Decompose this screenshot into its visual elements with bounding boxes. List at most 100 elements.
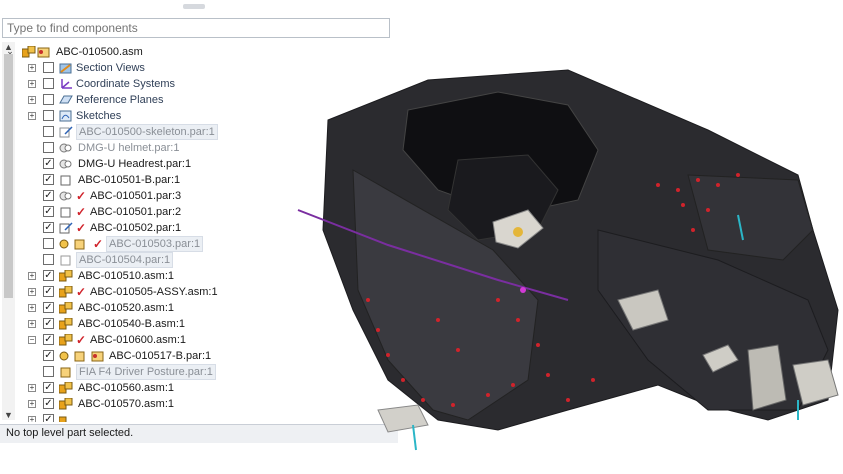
link-part-icon (59, 142, 73, 154)
tree-item-label: Reference Planes (76, 94, 164, 106)
section-views-icon (59, 62, 73, 74)
tree-item-label: ABC-010570.asm:1 (78, 398, 174, 410)
expand-icon[interactable]: + (28, 271, 36, 280)
tree-scrollbar[interactable]: ▲ ▼ (2, 42, 15, 420)
panel-grip[interactable] (183, 4, 205, 9)
tree-item-010560[interactable]: + ✓ ABC-010560.asm:1 (0, 380, 398, 396)
checkmark-icon: ✓ (76, 205, 87, 219)
expand-icon[interactable]: + (28, 95, 36, 104)
tree-item-label: ABC-010510.asm:1 (78, 270, 174, 282)
part-icon (60, 206, 74, 218)
scroll-up-icon[interactable]: ▲ (4, 42, 13, 52)
assembly-icon (58, 414, 73, 422)
tree-item-headrest[interactable]: ✓ DMG-U Headrest.par:1 (0, 156, 398, 172)
visibility-checkbox[interactable] (43, 142, 54, 153)
visibility-checkbox[interactable]: ✓ (43, 350, 54, 361)
expand-icon[interactable]: + (28, 287, 36, 296)
visibility-checkbox[interactable]: ✓ (43, 286, 54, 297)
adjustable-part-icon (59, 350, 73, 362)
tree-item-010600[interactable]: − ✓ ✓ ABC-010600.asm:1 (0, 332, 398, 348)
visibility-checkbox[interactable] (43, 78, 54, 89)
tree-item-label: ABC-010600.asm:1 (90, 334, 186, 346)
skeleton-part-icon (59, 126, 73, 138)
expand-icon[interactable]: + (28, 79, 36, 88)
tree-item-010510[interactable]: + ✓ ABC-010510.asm:1 (0, 268, 398, 284)
tree-item-010502[interactable]: ✓ ✓ ABC-010502.par:1 (0, 220, 398, 236)
expand-icon[interactable]: + (28, 319, 36, 328)
visibility-checkbox[interactable]: ✓ (43, 302, 54, 313)
tree-item-010517-b[interactable]: ✓ ABC-010517-B.par:1 (0, 348, 398, 364)
tree-item-helmet[interactable]: DMG-U helmet.par:1 (0, 140, 398, 156)
link-part-icon (59, 158, 73, 170)
part-icon (60, 366, 74, 378)
reference-plane-icon (59, 94, 73, 106)
checkmark-icon: ✓ (76, 333, 87, 347)
checkmark-icon: ✓ (76, 285, 87, 299)
visibility-checkbox[interactable]: ✓ (43, 174, 54, 185)
tree-item-010520[interactable]: + ✓ ABC-010520.asm:1 (0, 300, 398, 316)
tree-item-label: ABC-010501.par:2 (90, 206, 182, 218)
visibility-checkbox[interactable]: ✓ (43, 222, 54, 233)
tree-item-label: ABC-010505-ASSY.asm:1 (90, 286, 218, 298)
tree-item-section-views[interactable]: + Section Views (0, 60, 398, 76)
expand-icon[interactable]: + (28, 63, 36, 72)
tree-root[interactable]: ⌄ ABC-010500.asm (0, 44, 398, 60)
visibility-checkbox[interactable] (43, 110, 54, 121)
tree-item-reference-planes[interactable]: + Reference Planes (0, 92, 398, 108)
expand-icon[interactable]: + (28, 383, 36, 392)
expand-icon[interactable]: + (28, 399, 36, 408)
expand-icon[interactable]: + (28, 303, 36, 312)
visibility-checkbox[interactable] (43, 94, 54, 105)
assembly-icon (58, 397, 73, 410)
visibility-checkbox[interactable] (43, 62, 54, 73)
tree-item-sketches[interactable]: + Sketches (0, 108, 398, 124)
expand-icon[interactable]: + (28, 111, 36, 120)
checkmark-icon: ✓ (76, 189, 87, 203)
assembly-icon (58, 285, 73, 298)
assembly-icon (58, 301, 73, 314)
tree-item-label: ABC-010501.par:3 (90, 190, 182, 202)
tree-item-partial[interactable]: + ✓ (0, 412, 398, 422)
visibility-checkbox[interactable] (43, 254, 54, 265)
visibility-checkbox[interactable]: ✓ (43, 206, 54, 217)
chevron-down-icon[interactable]: ⌄ (6, 46, 14, 56)
visibility-checkbox[interactable] (43, 238, 54, 249)
visibility-checkbox[interactable]: ✓ (43, 158, 54, 169)
tree-item-fia-f4[interactable]: FIA F4 Driver Posture.par:1 (0, 364, 398, 380)
visibility-checkbox[interactable]: ✓ (43, 334, 54, 345)
visibility-checkbox[interactable]: ✓ (43, 318, 54, 329)
tree-item-010505-assy[interactable]: + ✓ ✓ ABC-010505-ASSY.asm:1 (0, 284, 398, 300)
visibility-checkbox[interactable]: ✓ (43, 414, 54, 422)
visibility-checkbox[interactable]: ✓ (43, 398, 54, 409)
sketch-icon (59, 110, 73, 122)
tree-item-010501-3[interactable]: ✓ ✓ ABC-010501.par:3 (0, 188, 398, 204)
tree-item-label: ABC-010517-B.par:1 (109, 350, 212, 362)
tree-item-010540-b[interactable]: + ✓ ABC-010540-B.asm:1 (0, 316, 398, 332)
root-label: ABC-010500.asm (56, 46, 143, 58)
visibility-checkbox[interactable]: ✓ (43, 382, 54, 393)
visibility-checkbox[interactable] (43, 366, 54, 377)
part-icon (74, 350, 88, 362)
tree-item-010570[interactable]: + ✓ ABC-010570.asm:1 (0, 396, 398, 412)
tree-item-010501-2[interactable]: ✓ ✓ ABC-010501.par:2 (0, 204, 398, 220)
scroll-thumb[interactable] (4, 54, 13, 298)
scroll-down-icon[interactable]: ▼ (4, 410, 13, 420)
visibility-checkbox[interactable]: ✓ (43, 190, 54, 201)
assembly-icon (58, 381, 73, 394)
visibility-checkbox[interactable]: ✓ (43, 270, 54, 281)
tree-item-010501-b[interactable]: ✓ ABC-010501-B.par:1 (0, 172, 398, 188)
tree-item-label: FIA F4 Driver Posture.par:1 (76, 364, 216, 380)
tree-item-label: ABC-010504.par:1 (76, 252, 174, 268)
3d-viewport[interactable] (297, 0, 843, 474)
expand-icon[interactable]: + (28, 415, 36, 422)
collapse-icon[interactable]: − (28, 335, 36, 344)
visibility-checkbox[interactable] (43, 126, 54, 137)
car-chassis-model[interactable] (238, 0, 843, 474)
tree-item-skeleton[interactable]: ABC-010500-skeleton.par:1 (0, 124, 398, 140)
tree-item-coordinate-systems[interactable]: + Coordinate Systems (0, 76, 398, 92)
assembly-icon (58, 333, 73, 346)
tree-item-010504[interactable]: ABC-010504.par:1 (0, 252, 398, 268)
part-icon (74, 238, 88, 250)
component-search-input[interactable] (2, 18, 390, 38)
tree-item-010503[interactable]: ✓ ABC-010503.par:1 (0, 236, 398, 252)
